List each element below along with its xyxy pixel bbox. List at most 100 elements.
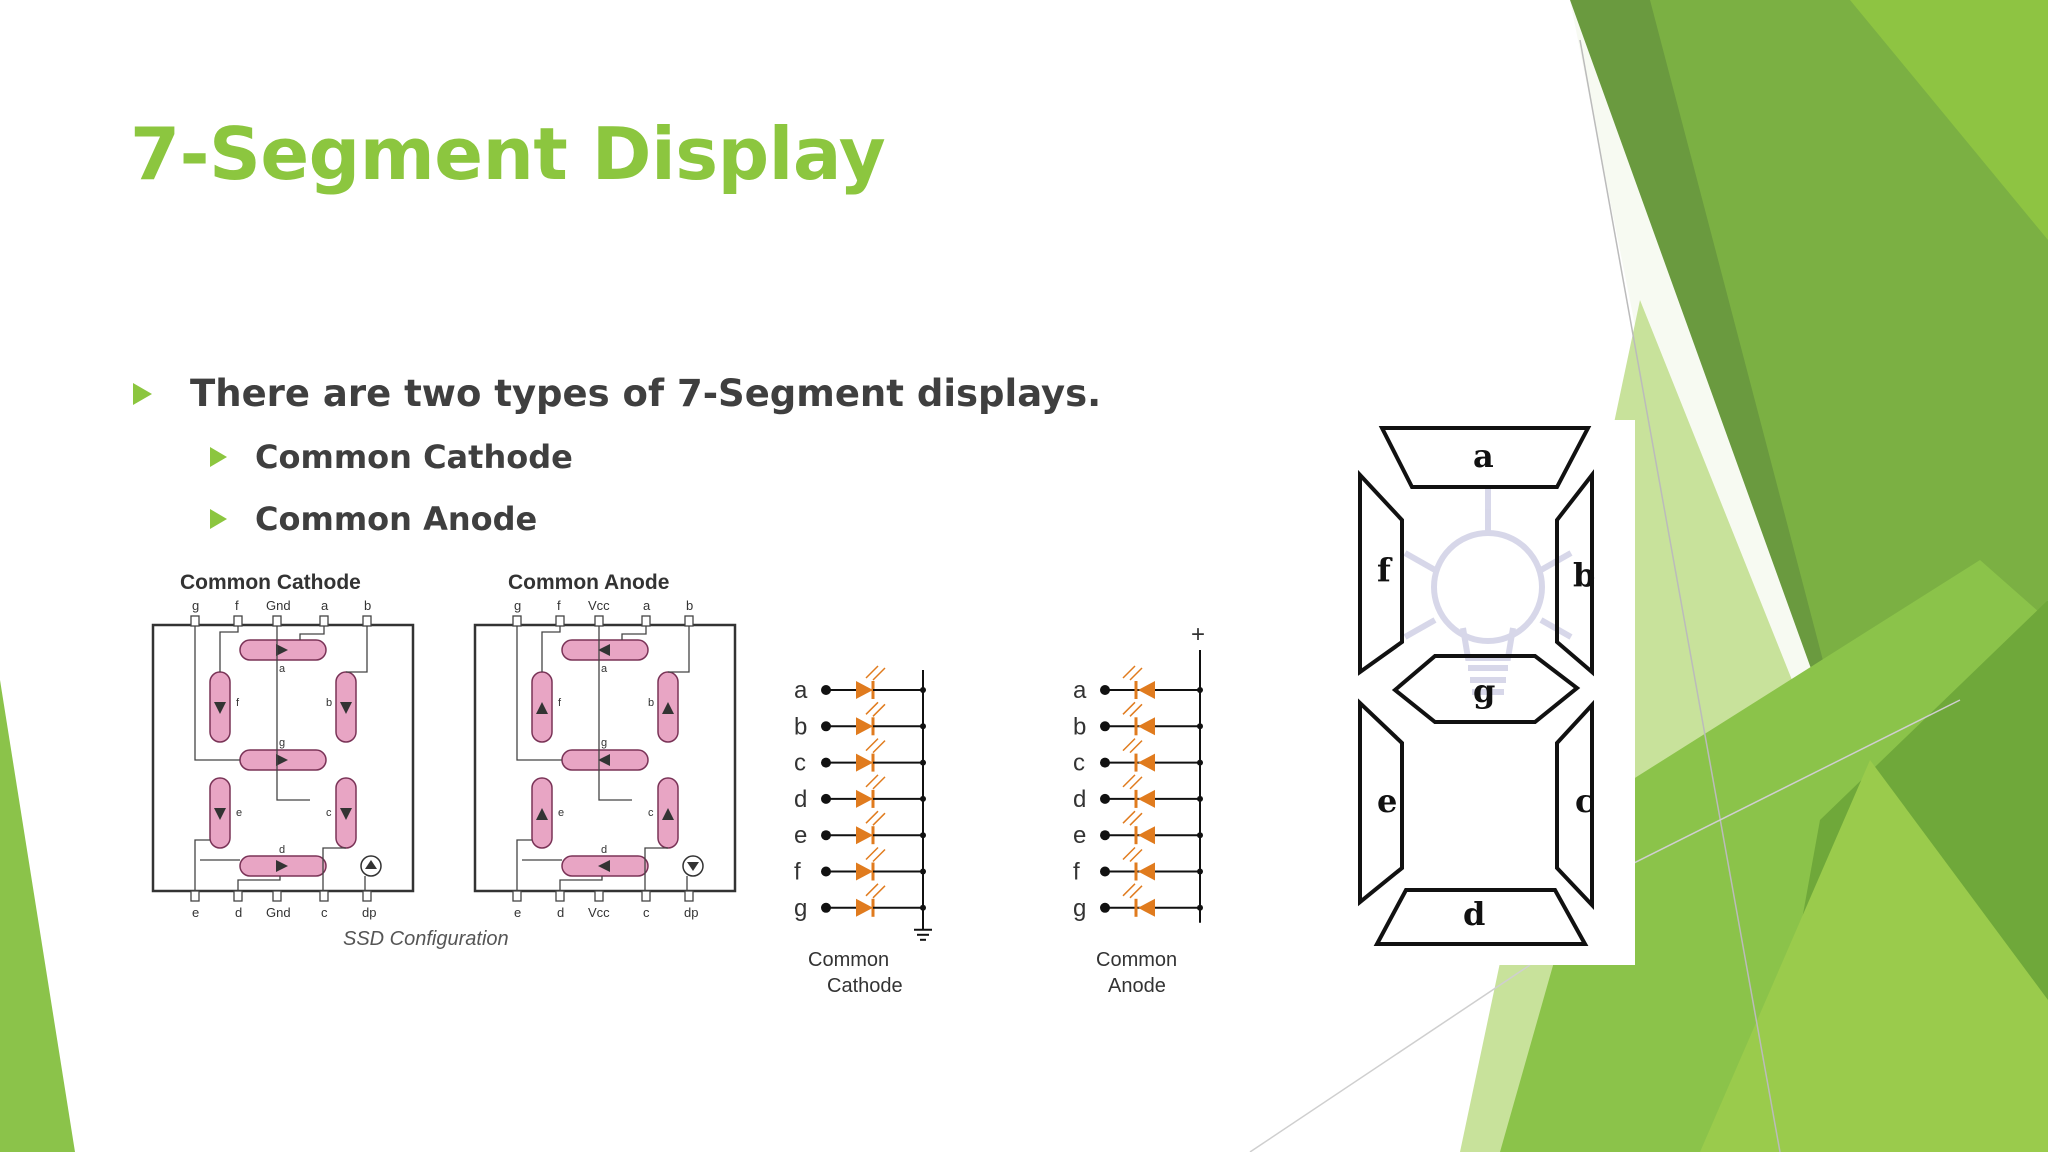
- segment-label-a: a: [1473, 437, 1494, 475]
- pin-label: e: [192, 905, 199, 920]
- segment-g: [1391, 654, 1581, 724]
- pin-label: dp: [362, 905, 376, 920]
- segment-e: [1358, 698, 1404, 907]
- segment-b: [1555, 469, 1594, 677]
- segment-label: a: [601, 663, 608, 675]
- bullet-common-anode: Common Anode: [210, 500, 537, 538]
- segment-label: d: [279, 844, 285, 856]
- led-diode-icon: [1138, 789, 1155, 808]
- led-diode-icon: [856, 826, 873, 845]
- slide-title: 7-Segment Display: [130, 112, 886, 196]
- input-label: c: [794, 750, 806, 777]
- pin-label: f: [557, 598, 561, 613]
- input-label: d: [794, 786, 807, 813]
- ssd-caption: SSD Configuration: [343, 928, 509, 950]
- bullet-triangle-icon: [210, 509, 227, 529]
- led-diode-icon: [856, 717, 873, 736]
- common-anode-schematic: [1100, 650, 1203, 923]
- pin-label: a: [321, 598, 329, 613]
- plus-symbol: +: [1191, 621, 1205, 648]
- input-label: e: [1073, 822, 1086, 849]
- common-anode-caption-1: Common: [1096, 949, 1177, 971]
- input-label: g: [1073, 895, 1086, 922]
- led-diode-icon: [856, 681, 873, 699]
- led-diode-icon: [856, 789, 873, 808]
- common-cathode-schematic: [821, 665, 932, 941]
- pin-label: d: [557, 905, 564, 920]
- input-label: f: [794, 859, 801, 886]
- segment-label-g: g: [1473, 672, 1495, 710]
- bullet-text: There are two types of 7-Segment display…: [190, 372, 1102, 415]
- bullet-triangle-icon: [133, 382, 152, 405]
- common-cathode-caption-1: Common: [808, 949, 889, 971]
- bullet-text: Common Cathode: [255, 438, 573, 476]
- segment-label: f: [236, 697, 240, 709]
- led-diode-icon: [1138, 753, 1155, 772]
- segment-c: [1555, 699, 1594, 911]
- led-diode-icon: [1138, 717, 1155, 736]
- pin-label: Vcc: [588, 905, 610, 920]
- segment-diagram: a b c d e f g: [1355, 420, 1635, 965]
- segment-label-e: e: [1377, 782, 1397, 820]
- led-diode-icon: [1138, 862, 1155, 881]
- segment-label: a: [279, 663, 286, 675]
- led-diode-icon: [856, 898, 873, 917]
- common-anode-caption-2: Anode: [1108, 975, 1166, 997]
- ssd-right-title: Common Anode: [508, 571, 669, 594]
- bullet-text: Common Anode: [255, 500, 538, 538]
- pin-label: e: [514, 905, 521, 920]
- segment-d: [1373, 888, 1589, 946]
- pin-label: d: [235, 905, 242, 920]
- input-label: c: [1073, 750, 1085, 777]
- input-label: b: [1073, 713, 1086, 740]
- segment-label: c: [648, 807, 654, 819]
- segment-label: b: [648, 697, 654, 709]
- led-diode-icon: [856, 753, 873, 772]
- segment-label-c: c: [1575, 782, 1594, 820]
- pin-label: Gnd: [266, 598, 291, 613]
- segment-label-d: d: [1463, 895, 1485, 933]
- pin-label: g: [192, 598, 199, 613]
- pin-label: f: [235, 598, 239, 613]
- input-label: a: [794, 677, 808, 704]
- pin-label: c: [643, 905, 650, 920]
- segment-label: e: [236, 807, 242, 819]
- segment-label-f: f: [1377, 551, 1393, 589]
- led-diode-icon: [1138, 898, 1155, 917]
- pin-label: b: [364, 598, 371, 613]
- input-label: g: [794, 895, 807, 922]
- segment-label: b: [326, 697, 332, 709]
- pin-label: Vcc: [588, 598, 610, 613]
- segment-label: g: [279, 737, 285, 749]
- bullet-common-cathode: Common Cathode: [210, 438, 573, 476]
- pin-label: b: [686, 598, 693, 613]
- ssd-left-title: Common Cathode: [180, 571, 361, 594]
- segment-label-b: b: [1573, 556, 1595, 594]
- led-diode-icon: [1138, 826, 1155, 845]
- pin-label: c: [321, 905, 328, 920]
- input-label: a: [1073, 677, 1087, 704]
- pin-label: Gnd: [266, 905, 291, 920]
- input-label: f: [1073, 859, 1080, 886]
- ssd-configuration-figure: Common Cathode Common Anode g f Gnd a b …: [151, 571, 737, 950]
- pin-label: dp: [684, 905, 698, 920]
- input-label: d: [1073, 786, 1086, 813]
- segment-label: f: [558, 697, 562, 709]
- ssd-common-anode-diagram: g f Vcc a b e d Vcc c dp: [473, 598, 737, 920]
- segment-label: c: [326, 807, 332, 819]
- segment-label: e: [558, 807, 564, 819]
- segment-label: d: [601, 844, 607, 856]
- bullet-triangle-icon: [210, 447, 227, 467]
- pin-label: a: [643, 598, 651, 613]
- ssd-common-cathode-diagram: g f Gnd a b e d Gnd c dp: [151, 598, 415, 920]
- segment-label: g: [601, 737, 607, 749]
- input-label: b: [794, 713, 807, 740]
- led-diode-icon: [1138, 681, 1155, 699]
- bullet-main: There are two types of 7-Segment display…: [133, 372, 1101, 415]
- segment-a: [1378, 426, 1592, 489]
- input-label: e: [794, 822, 807, 849]
- pin-label: g: [514, 598, 521, 613]
- led-diode-icon: [856, 862, 873, 881]
